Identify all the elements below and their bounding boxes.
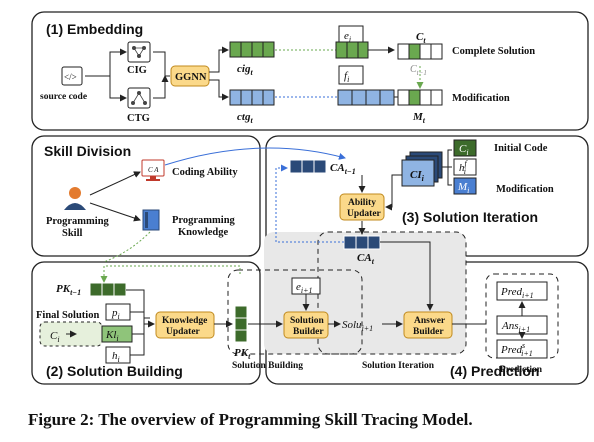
c-i-final-label: Ci xyxy=(50,330,60,344)
ctg-t-label: ctgt xyxy=(237,111,253,125)
prediction-caption: Prediction xyxy=(500,365,543,375)
programming-skill-label-1: Programming xyxy=(46,216,110,227)
final-solution-label: Final Solution xyxy=(36,310,99,321)
c-t-label: Ct xyxy=(416,31,426,45)
ctg-label: CTG xyxy=(127,113,150,124)
coding-ability-label: Coding Ability xyxy=(172,167,238,178)
embedding-panel xyxy=(31,11,589,131)
m-i-box xyxy=(453,177,477,195)
cl-i-stack xyxy=(401,151,443,187)
cig-t-label: cigt xyxy=(237,63,253,77)
h-i-f-box xyxy=(453,158,477,176)
answer-builder-label-1: Answer xyxy=(414,316,446,326)
c-i-box xyxy=(453,139,477,157)
answer-builder-box xyxy=(403,311,453,339)
programming-knowledge-label-1: Programming xyxy=(172,215,236,226)
ca-t-minus-1-vector xyxy=(289,159,327,174)
solution-building-region xyxy=(227,269,363,355)
modification-label: Modification xyxy=(452,93,510,104)
cig-label: CIG xyxy=(127,65,147,76)
ctg-t-vector xyxy=(229,89,275,106)
cig-t-vector xyxy=(229,41,275,58)
programming-skill-label-2: Skill xyxy=(62,228,83,239)
figure-caption: Figure 2: The overview of Programming Sk… xyxy=(28,410,473,429)
initial-code-label: Initial Code xyxy=(494,143,548,154)
solution-building-caption: Solution Building xyxy=(232,361,303,371)
pred-s-box xyxy=(496,339,548,359)
e-i-plus-1-label: ei+1 xyxy=(296,281,313,295)
ca-t-label: CAt xyxy=(357,252,375,266)
f-i-label: fi xyxy=(344,70,349,84)
embedding-title: (1) Embedding xyxy=(46,21,143,37)
svg-text:C A: C A xyxy=(148,166,159,174)
c-i-final-box xyxy=(44,326,66,342)
pred-box xyxy=(496,281,548,301)
c-t-minus-1-label: Ct−1 xyxy=(410,64,427,77)
solution-iteration-caption: Solution Iteration xyxy=(362,361,435,371)
pk-t-vector xyxy=(234,305,248,343)
programming-knowledge-label-2: Knowledge xyxy=(178,227,229,238)
person-icon xyxy=(64,187,86,210)
prediction-title: (4) Prediction xyxy=(450,363,539,379)
ca-t-minus-1-label: CAt−1 xyxy=(330,162,356,176)
cig-graph-icon xyxy=(127,41,151,63)
p-i-label: pi xyxy=(111,307,120,321)
pk-t-minus-1-vector xyxy=(89,282,127,297)
e-i-label: ei xyxy=(344,30,351,44)
source-code-label: source code xyxy=(40,92,87,102)
book-icon xyxy=(142,209,160,231)
pred-label: Predi+1 xyxy=(500,286,534,300)
h-i-label: hi xyxy=(112,350,120,364)
m-i-label: Mi xyxy=(457,181,469,195)
skill-division-panel xyxy=(31,135,261,257)
solution-builder-label-1: Solution xyxy=(290,316,325,326)
green-mid-vector xyxy=(335,41,369,59)
f-i-box xyxy=(338,65,364,85)
knowledge-updater-box xyxy=(155,311,215,339)
computer-icon: C A xyxy=(141,159,165,181)
ability-updater-label-1: Ability xyxy=(348,198,376,208)
answer-builder-label-2: Builder xyxy=(413,327,444,337)
ans-label: Ansi+1 xyxy=(501,320,530,334)
m-t-vector xyxy=(397,89,443,106)
ca-t-vector xyxy=(343,235,381,250)
ctg-graph-icon xyxy=(127,87,151,109)
ggnn-label: GGNN xyxy=(175,72,207,83)
source-code-icon: </> xyxy=(61,66,83,86)
knowledge-updater-label-1: Knowledge xyxy=(162,316,207,326)
skill-division-title: Skill Division xyxy=(44,143,131,159)
ability-updater-box xyxy=(339,193,385,221)
solution-builder-box xyxy=(283,311,329,339)
solution-building-title: (2) Solution Building xyxy=(46,363,183,379)
ability-updater-label-2: Updater xyxy=(347,209,382,219)
ggnn-box xyxy=(170,65,210,87)
c-i-label: Ci xyxy=(459,143,469,157)
pk-t-minus-1-label: PKt−1 xyxy=(56,283,81,297)
solution-iteration-title: (3) Solution Iteration xyxy=(402,209,538,225)
solution-building-panel xyxy=(31,261,261,385)
pk-t-label: PKt xyxy=(234,347,251,361)
kl-i-label: Kli xyxy=(105,329,119,343)
cl-i-label: CIi xyxy=(410,169,425,183)
m-t-label: Mt xyxy=(412,111,426,125)
solution-builder-label-2: Builder xyxy=(293,327,324,337)
c-t-vector xyxy=(397,43,443,60)
iteration-modification-label: Modification xyxy=(496,184,554,195)
complete-solution-label: Complete Solution xyxy=(452,46,535,57)
solu-i-plus-1-label: Solui+1 xyxy=(342,319,373,333)
svg-text:</>: </> xyxy=(64,72,77,82)
knowledge-updater-label-2: Updater xyxy=(166,327,201,337)
